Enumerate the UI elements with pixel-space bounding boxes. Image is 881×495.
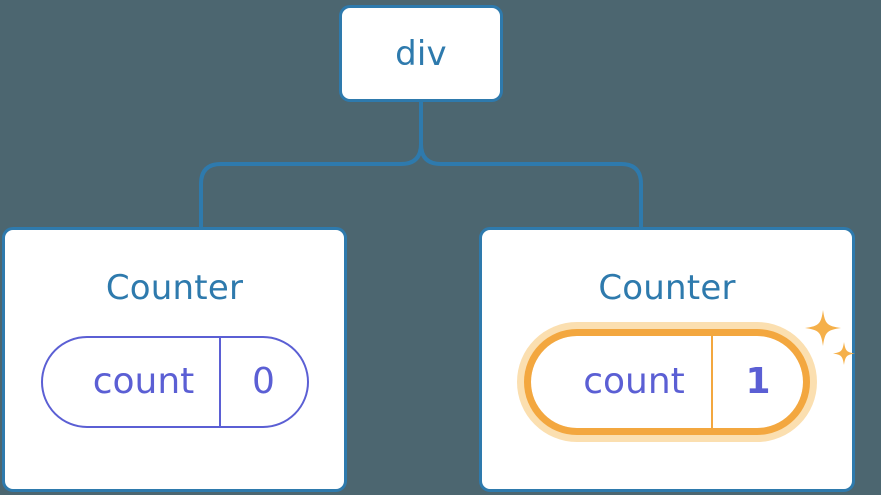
state-value-cell: 0 bbox=[218, 338, 307, 426]
node-title: Counter bbox=[598, 268, 736, 308]
node-root-div[interactable]: div bbox=[339, 5, 503, 102]
node-counter-right[interactable]: Counter count 1 bbox=[479, 227, 855, 492]
state-value-label: 0 bbox=[252, 361, 275, 402]
state-pill[interactable]: count 0 bbox=[40, 336, 309, 428]
state-key-cell: count bbox=[531, 336, 711, 428]
connector-path bbox=[199, 100, 643, 229]
state-pill-wrapper: count 0 bbox=[5, 336, 344, 428]
sparkle-icon bbox=[805, 310, 855, 365]
state-value-label: 1 bbox=[745, 361, 771, 402]
state-pill-wrapper: count 1 bbox=[482, 310, 855, 428]
node-title: Counter bbox=[105, 268, 244, 308]
state-key-label: count bbox=[583, 361, 685, 402]
sparkle-large-icon bbox=[805, 310, 841, 346]
state-key-cell: count bbox=[43, 338, 219, 426]
state-pill-highlighted[interactable]: count 1 bbox=[531, 310, 855, 428]
state-key-label: count bbox=[92, 361, 195, 402]
node-counter-left[interactable]: Counter count 0 bbox=[2, 227, 347, 492]
root-node-label: div bbox=[395, 33, 447, 74]
sparkle-small-icon bbox=[833, 342, 855, 365]
state-value-cell: 1 bbox=[711, 336, 803, 428]
